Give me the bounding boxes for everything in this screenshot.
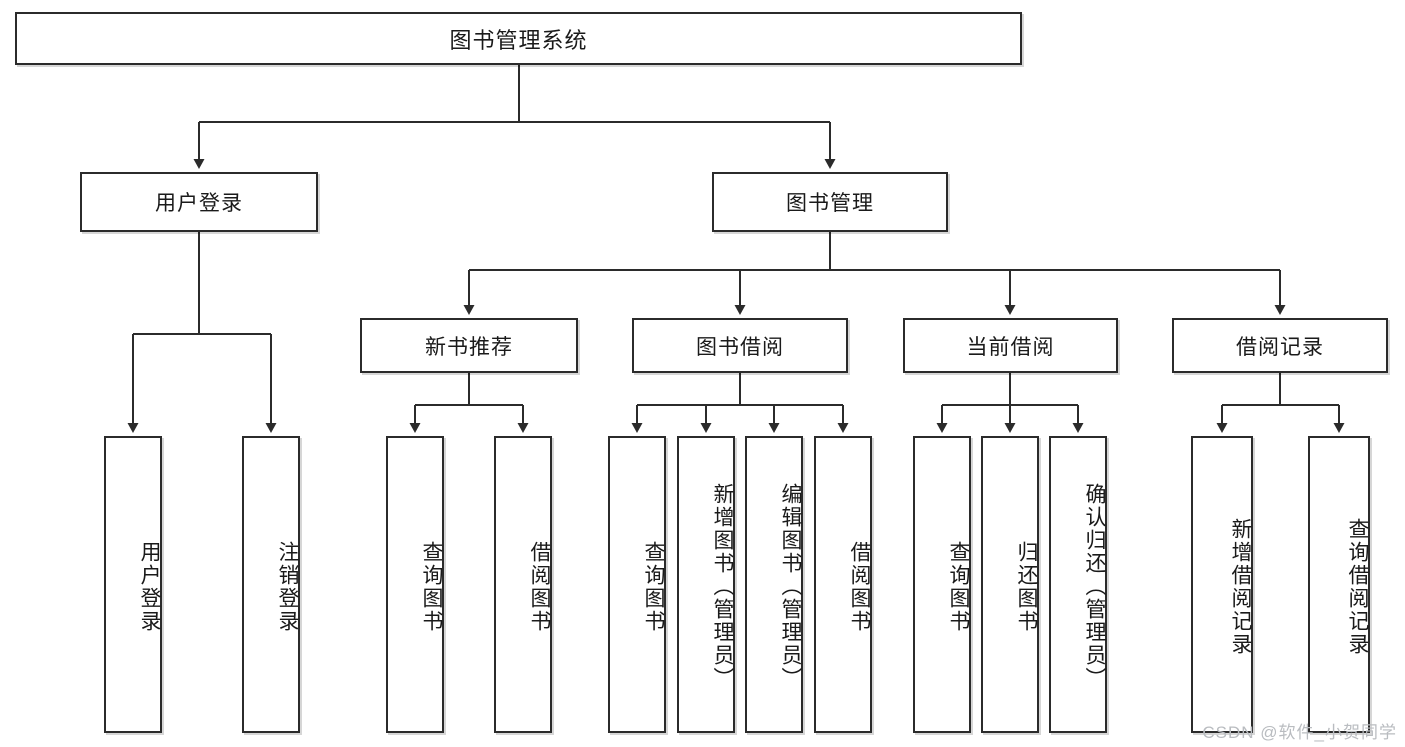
node-leaf-logout-label: 注销登录: [276, 540, 299, 633]
node-leaf-query-book-3-label: 查询图书: [947, 540, 970, 633]
node-leaf-edit-book-label: 编辑图书（管理员）: [779, 483, 802, 690]
node-leaf-borrow-book-2-label: 借阅图书: [848, 540, 871, 633]
node-leaf-user-login[interactable]: 用户登录: [104, 436, 162, 733]
node-leaf-logout[interactable]: 注销登录: [242, 436, 300, 733]
node-new-book-rec-label: 新书推荐: [425, 335, 513, 359]
node-leaf-query-book-2-label: 查询图书: [642, 540, 665, 633]
node-leaf-query-record[interactable]: 查询借阅记录: [1308, 436, 1370, 733]
node-leaf-borrow-book-2[interactable]: 借阅图书: [814, 436, 872, 733]
node-borrow-record-label: 借阅记录: [1236, 335, 1324, 359]
node-leaf-borrow-book-1-label: 借阅图书: [528, 540, 551, 633]
node-leaf-add-record[interactable]: 新增借阅记录: [1191, 436, 1253, 733]
node-book-manage-label: 图书管理: [786, 192, 874, 215]
node-leaf-return-book[interactable]: 归还图书: [981, 436, 1039, 733]
node-book-borrow-label: 图书借阅: [696, 335, 784, 359]
node-leaf-query-record-label: 查询借阅记录: [1346, 517, 1369, 656]
node-root-label: 图书管理系统: [449, 27, 588, 53]
watermark: CSDN @软件_小贺同学: [1202, 723, 1397, 742]
node-current-borrow[interactable]: 当前借阅: [903, 318, 1118, 373]
node-borrow-record[interactable]: 借阅记录: [1172, 318, 1388, 373]
node-current-borrow-label: 当前借阅: [966, 335, 1055, 359]
node-book-borrow[interactable]: 图书借阅: [632, 318, 848, 373]
node-leaf-confirm-return-label: 确认归还（管理员）: [1083, 483, 1106, 690]
node-new-book-rec[interactable]: 新书推荐: [360, 318, 578, 373]
node-leaf-user-login-label: 用户登录: [138, 540, 161, 633]
node-leaf-query-book-1-label: 查询图书: [420, 540, 443, 633]
node-user-login-label: 用户登录: [155, 192, 243, 215]
node-leaf-edit-book[interactable]: 编辑图书（管理员）: [745, 436, 803, 733]
node-leaf-return-book-label: 归还图书: [1015, 540, 1038, 633]
node-user-login[interactable]: 用户登录: [80, 172, 318, 232]
node-leaf-add-book-label: 新增图书（管理员）: [711, 483, 734, 690]
node-leaf-query-book-1[interactable]: 查询图书: [386, 436, 444, 733]
node-book-manage[interactable]: 图书管理: [712, 172, 948, 232]
node-leaf-query-book-3[interactable]: 查询图书: [913, 436, 971, 733]
node-leaf-borrow-book-1[interactable]: 借阅图书: [494, 436, 552, 733]
node-leaf-query-book-2[interactable]: 查询图书: [608, 436, 666, 733]
node-leaf-add-book[interactable]: 新增图书（管理员）: [677, 436, 735, 733]
node-leaf-add-record-label: 新增借阅记录: [1229, 517, 1252, 656]
node-leaf-confirm-return[interactable]: 确认归还（管理员）: [1049, 436, 1107, 733]
node-root[interactable]: 图书管理系统: [15, 12, 1022, 65]
